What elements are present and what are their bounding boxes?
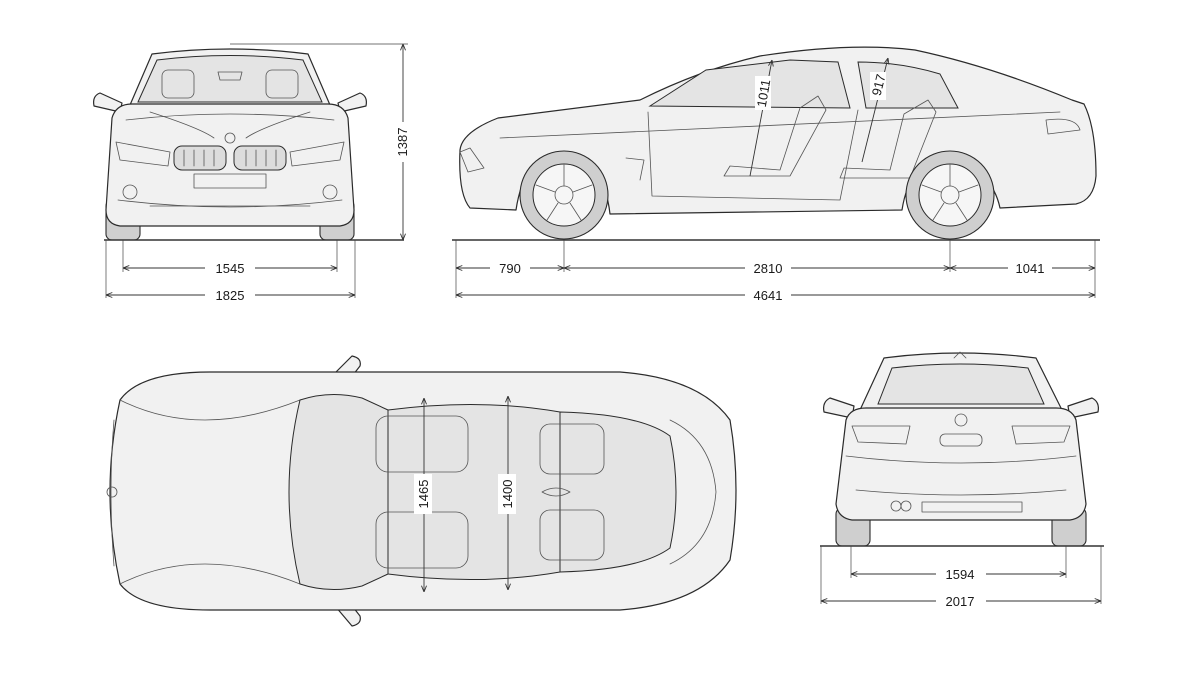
dimension-width-with-mirrors: 2017 [946,594,975,609]
dimension-rear-shoulder-width: 1400 [500,480,515,509]
dimension-front-headroom: 1011 [754,78,774,108]
dimension-wheelbase: 2810 [754,261,783,276]
dimension-height: 1387 [395,128,410,157]
dimension-rear-track: 1594 [946,567,975,582]
dimension-front-overhang: 790 [499,261,521,276]
dimension-rear-overhang: 1041 [1016,261,1045,276]
dimension-front-width: 1825 [216,288,245,303]
side-view [459,46,1097,240]
dimension-overall-length: 4641 [754,288,783,303]
rear-view [823,351,1099,547]
dimension-front-track: 1545 [216,261,245,276]
front-view [93,48,367,241]
dimension-front-shoulder-width: 1465 [416,480,431,509]
dimension-rear-headroom: 917 [869,73,889,98]
